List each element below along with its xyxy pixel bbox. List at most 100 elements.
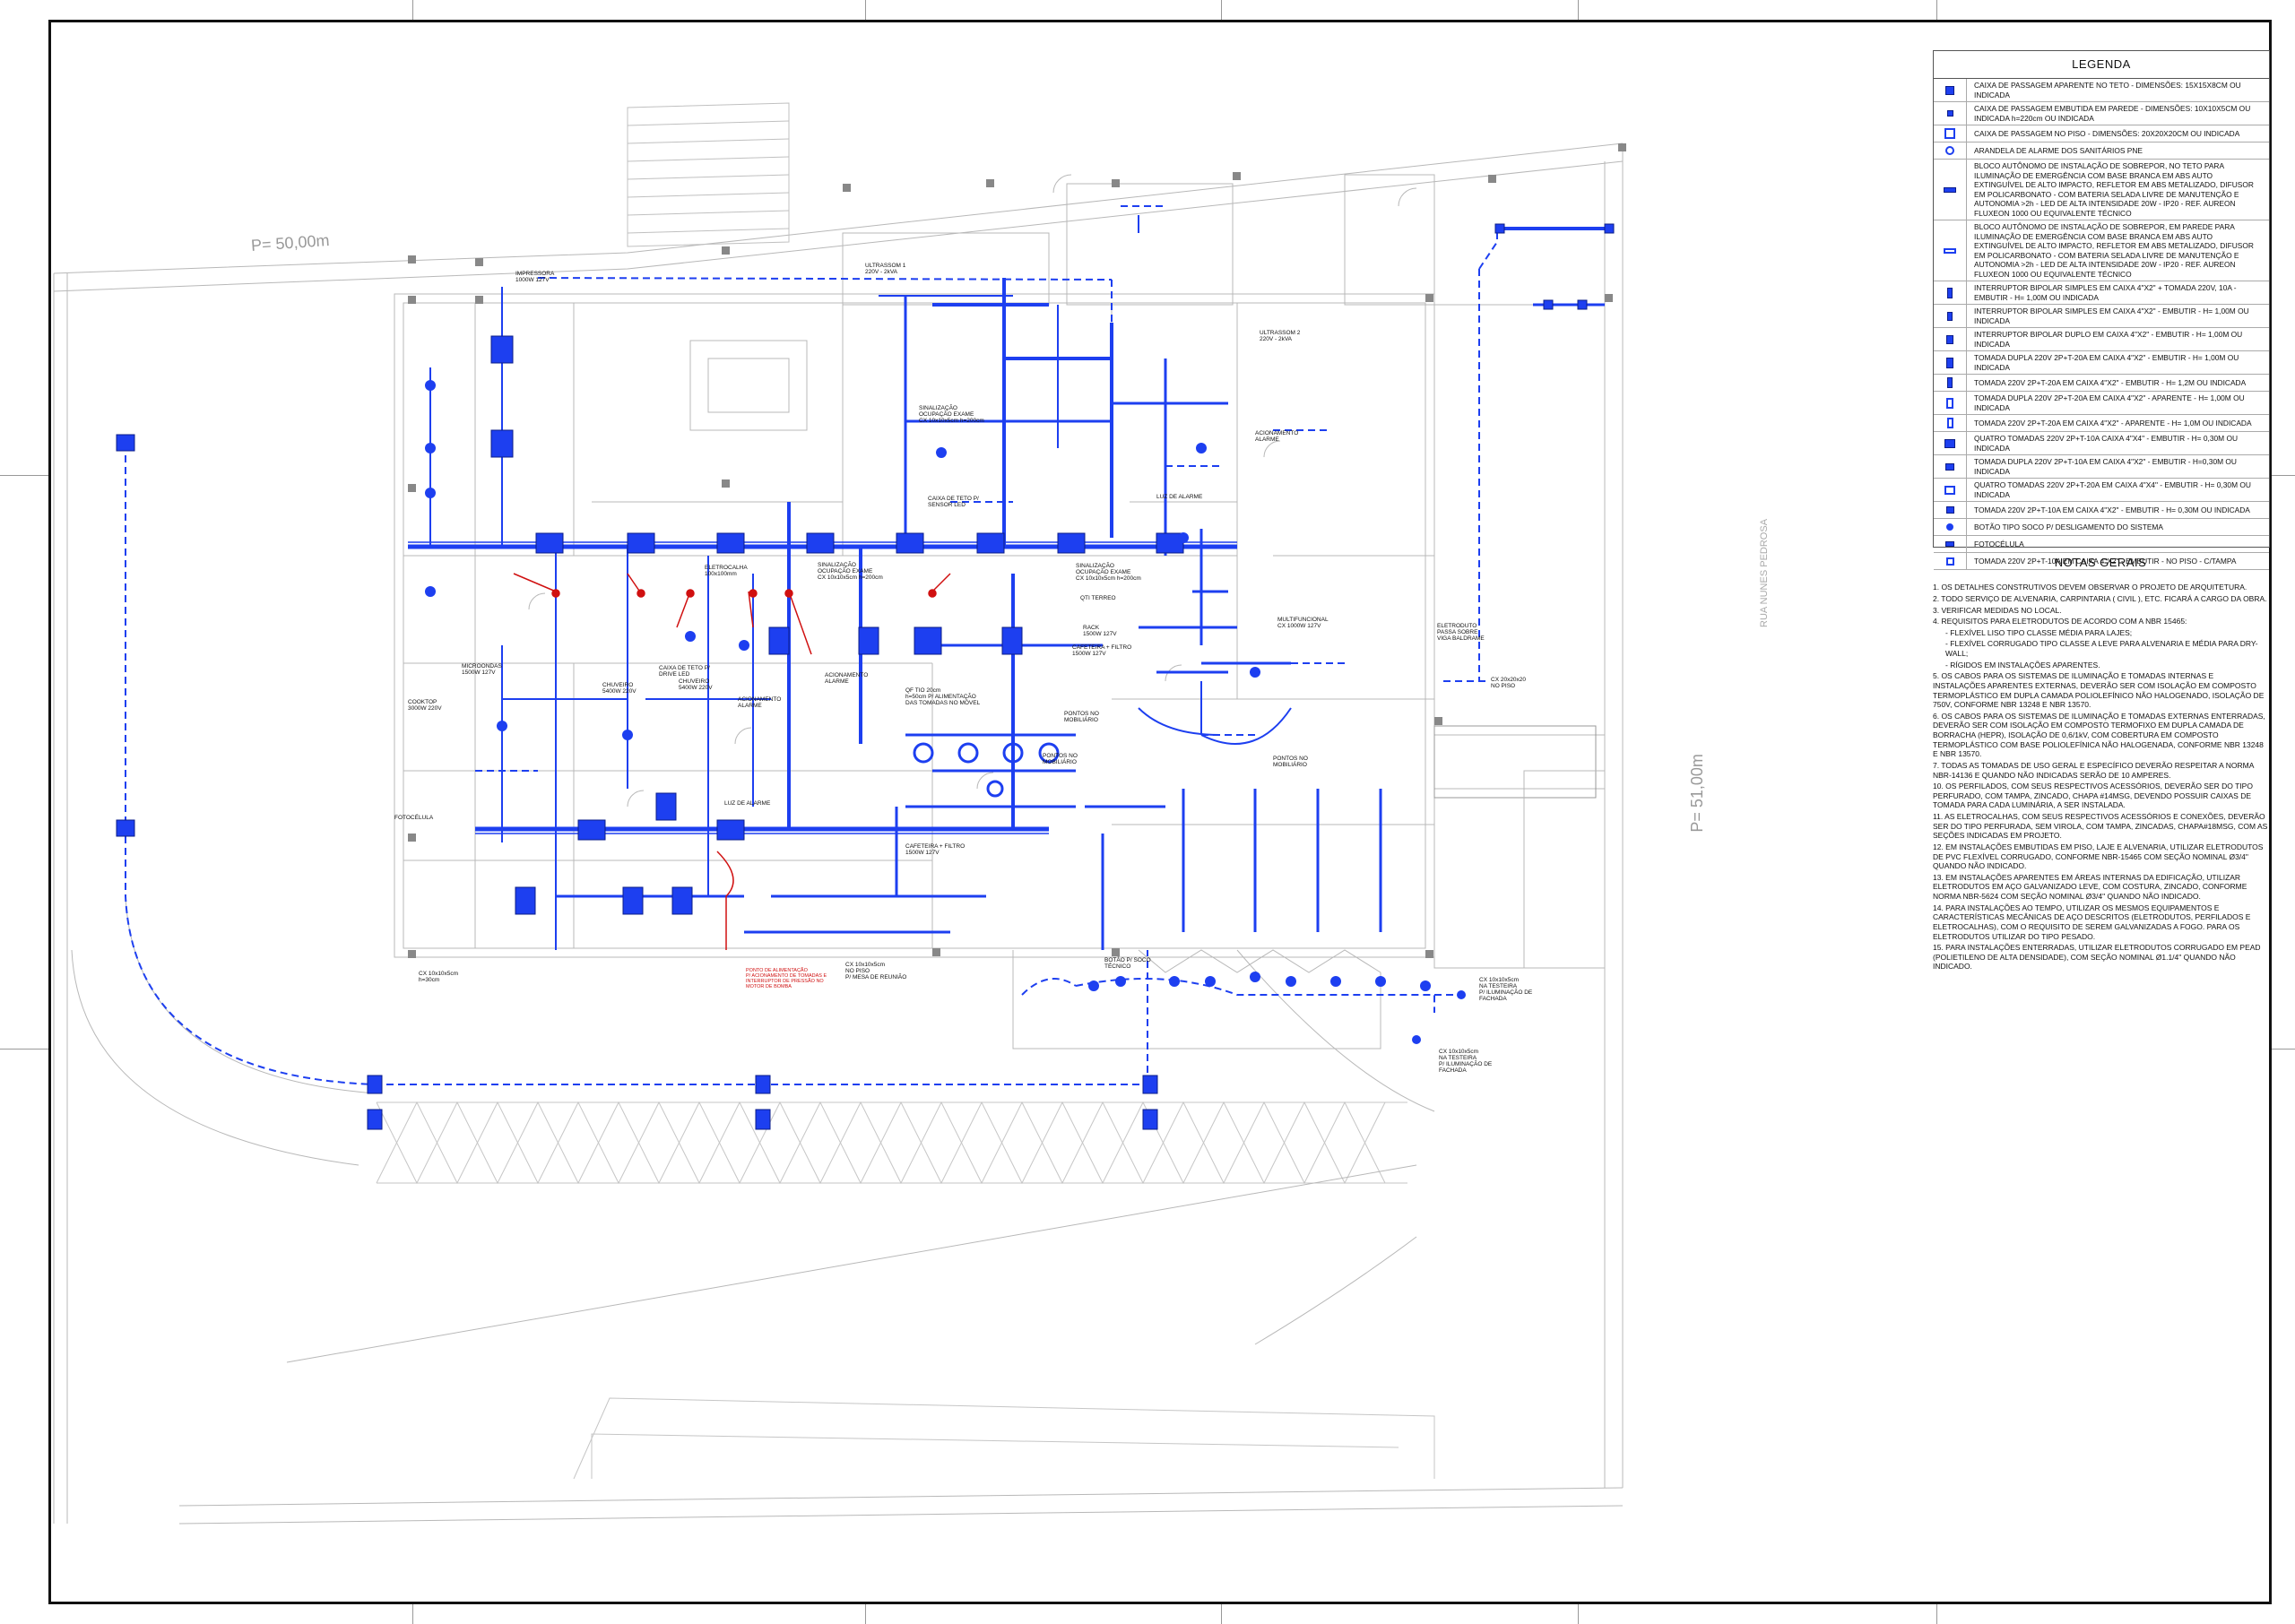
multifuncional-label: MULTIFUNCIONAL CX 1000W 127V [1277, 617, 1329, 630]
legend-text: BLOCO AUTÔNOMO DE INSTALAÇÃO DE SOBREPOR… [1974, 161, 2254, 218]
note-item: 13. EM INSTALAÇÕES APARENTES EM ÁREAS IN… [1933, 872, 2247, 901]
fotocelula-label: FOTOCÉLULA [394, 815, 434, 821]
legend-row: TOMADA DUPLA 220V 2P+T-20A EM CAIXA 4"X2… [1934, 392, 2269, 415]
ultrassom2-label: ULTRASSOM 2 220V - 2kVA [1260, 330, 1301, 343]
sinalizacao3-label: SINALIZAÇÃO OCUPAÇÃO EXAME CX 10x10x5cm … [1076, 563, 1141, 583]
quad-socket-icon [1934, 432, 1967, 454]
note-item: 12. EM INSTALAÇÕES EMBUTIDAS EM PISO, LA… [1933, 842, 2264, 871]
double-socket-exposed-icon [1934, 392, 1967, 414]
socket-10a-icon [1934, 502, 1967, 518]
emergency-ceiling-icon [1934, 160, 1967, 220]
cafeteira2-label: CAFETEIRA + FILTRO 1500W 127V [905, 843, 966, 857]
double-socket-10a-icon [1934, 455, 1967, 478]
luz-alarme2-label: LUZ DE ALARME [724, 800, 771, 807]
legend-row: INTERRUPTOR BIPOLAR DUPLO EM CAIXA 4"X2"… [1934, 328, 2269, 351]
legend-panel: LEGENDA CAIXA DE PASSAGEM APARENTE NO TE… [1933, 50, 2270, 570]
legend-text: BLOCO AUTÔNOMO DE INSTALAÇÃO DE SOBREPOR… [1974, 222, 2254, 279]
legend-row: TOMADA 220V 2P+T-10A EM CAIXA 4"X2" - EM… [1934, 553, 2269, 570]
legend-rows: CAIXA DE PASSAGEM APARENTE NO TETO - DIM… [1934, 79, 2269, 570]
note-item: 15. PARA INSTALAÇÕES ENTERRADAS, UTILIZA… [1933, 943, 2261, 972]
note-item: 7. TODAS AS TOMADAS DE USO GERAL E ESPEC… [1933, 760, 2254, 780]
note-item: 3. VERIFICAR MEDIDAS NO LOCAL. [1933, 605, 2062, 615]
pontos-mob1-label: PONTOS NO MOBILIÁRIO [1064, 711, 1099, 724]
legend-row: TOMADA 220V 2P+T-20A EM CAIXA 4"X2" - EM… [1934, 375, 2269, 392]
street-label: RUA NUNES PEDROSA [1759, 518, 1770, 627]
floor-box-icon [1934, 125, 1967, 142]
ceiling-box-icon [1934, 79, 1967, 101]
note-item: - RÍGIDOS EM INSTALAÇÕES APARENTES. [1945, 660, 2100, 669]
legend-row: ARANDELA DE ALARME DOS SANITÁRIOS PNE [1934, 143, 2269, 160]
eletrocalha-label: ELETROCALHA 100x100mm [705, 565, 748, 578]
legend-text: TOMADA 220V 2P+T-20A EM CAIXA 4"X2" - EM… [1974, 377, 2247, 387]
legend-text: CAIXA DE PASSAGEM NO PISO - DIMENSÕES: 2… [1974, 128, 2240, 138]
legend-row: TOMADA DUPLA 220V 2P+T-10A EM CAIXA 4"X2… [1934, 455, 2269, 479]
qti-terreo-label: QTI TERREO [1080, 595, 1116, 601]
note-item: 2. TODO SERVIÇO DE ALVENARIA, CARPINTARI… [1933, 593, 2267, 603]
legend-text: TOMADA DUPLA 220V 2P+T-20A EM CAIXA 4"X2… [1974, 393, 2245, 412]
luz-alarme1-label: LUZ DE ALARME [1156, 494, 1203, 500]
note-item: 14. PARA INSTALAÇÕES AO TEMPO, UTILIZAR … [1933, 903, 2251, 941]
legend-text: INTERRUPTOR BIPOLAR SIMPLES EM CAIXA 4"X… [1974, 307, 2249, 325]
note-item: 6. OS CABOS PARA OS SISTEMAS DE ILUMINAÇ… [1933, 711, 2265, 759]
legend-text: INTERRUPTOR BIPOLAR DUPLO EM CAIXA 4"X2"… [1974, 330, 2243, 349]
ultrassom1-label: ULTRASSOM 1 220V - 2kVA [865, 263, 906, 276]
note-item: 5. OS CABOS PARA OS SISTEMAS DE ILUMINAÇ… [1933, 671, 2265, 710]
legend-row: TOMADA 220V 2P+T-20A EM CAIXA 4"X2" - AP… [1934, 415, 2269, 432]
legend-title: LEGENDA [1934, 51, 2269, 79]
eletroduto-label: ELETRODUTO PASSA SOBRE VIGA BALDRAME [1437, 623, 1485, 643]
cx-fachada2-label: CX 10x10x5cm NA TESTEIRA P/ ILUMINAÇÃO D… [1439, 1049, 1493, 1075]
acionamento-alarme-right-label: ACIONAMENTO ALARME [1255, 430, 1299, 444]
microondas-label: MICROONDAS 1500W 127V [462, 663, 502, 677]
legend-text: BOTÃO TIPO SOCO P/ DESLIGAMENTO DO SISTE… [1974, 522, 2163, 531]
alarm-sconce-icon [1934, 143, 1967, 159]
general-notes: NOTAS GERAIS 1. OS DETALHES CONSTRUTIVOS… [1933, 556, 2268, 973]
impressora-label: IMPRESSORA 1000W 127V [515, 271, 555, 284]
legend-text: TOMADA DUPLA 220V 2P+T-10A EM CAIXA 4"X2… [1974, 457, 2237, 476]
legend-text: TOMADA DUPLA 220V 2P+T-20A EM CAIXA 4"X2… [1974, 353, 2239, 372]
socket-20a-icon [1934, 375, 1967, 391]
note-item: 10. OS PERFILADOS, COM SEUS RESPECTIVOS … [1933, 782, 2253, 810]
legend-row: FOTOCÉLULA [1934, 536, 2269, 553]
acionamento-alarme2-label: ACIONAMENTO ALARME [825, 672, 869, 686]
legend-row: QUATRO TOMADAS 220V 2P+T-20A EM CAIXA 4"… [1934, 479, 2269, 502]
pontos-mob3-label: PONTOS NO MOBILIÁRIO [1273, 756, 1308, 769]
notes-list: 1. OS DETALHES CONSTRUTIVOS DEVEM OBSERV… [1933, 583, 2268, 972]
legend-row: BLOCO AUTÔNOMO DE INSTALAÇÃO DE SOBREPOR… [1934, 220, 2269, 281]
acionamento-alarme1-label: ACIONAMENTO ALARME [738, 696, 782, 710]
note-item: 11. AS ELETROCALHAS, COM SEUS RESPECTIVO… [1933, 812, 2268, 841]
socket-exposed-icon [1934, 415, 1967, 431]
legend-text: TOMADA 220V 2P+T-20A EM CAIXA 4"X2" - AP… [1974, 418, 2252, 428]
cooktop-label: COOKTOP 3000W 220V [408, 699, 442, 713]
note-item: 4. REQUISITOS PARA ELETRODUTOS DE ACORDO… [1933, 617, 2187, 626]
quad-socket-20a-icon [1934, 479, 1967, 501]
note-item: 1. OS DETALHES CONSTRUTIVOS DEVEM OBSERV… [1933, 583, 2247, 592]
ceiling-lamps [425, 380, 1466, 1044]
legend-text: CAIXA DE PASSAGEM EMBUTIDA EM PAREDE - D… [1974, 104, 2251, 123]
legend-text: INTERRUPTOR BIPOLAR SIMPLES EM CAIXA 4"X… [1974, 283, 2237, 302]
caixa-teto2-label: CAIXA DE TETO P/ DRIVE LED [659, 665, 710, 678]
legend-row: BLOCO AUTÔNOMO DE INSTALAÇÃO DE SOBREPOR… [1934, 160, 2269, 220]
legend-row: INTERRUPTOR BIPOLAR SIMPLES EM CAIXA 4"X… [1934, 281, 2269, 305]
rack-label: RACK 1500W 127V [1083, 625, 1117, 638]
quadro-tv-label: QF TIO 20cm h=50cm P/ ALIMENTAÇÃO DAS TO… [905, 687, 981, 707]
sinalizacao1-label: SINALIZAÇÃO OCUPAÇÃO EXAME CX 10x10x5cm … [919, 405, 984, 425]
socket-rings [913, 742, 1060, 798]
legend-row: BOTÃO TIPO SOCO P/ DESLIGAMENTO DO SISTE… [1934, 519, 2269, 536]
legend-row: QUATRO TOMADAS 220V 2P+T-10A CAIXA 4"X4"… [1934, 432, 2269, 455]
chuveiro2-label: CHUVEIRO 5400W 220V [679, 678, 713, 692]
circuit-boxes [116, 223, 1615, 1130]
legend-row: CAIXA DE PASSAGEM EMBUTIDA EM PAREDE - D… [1934, 102, 2269, 125]
sinalizacao2-label: SINALIZAÇÃO OCUPAÇÃO EXAME CX 10x10x5cm … [818, 562, 883, 582]
note-item: - FLEXÍVEL LISO TIPO CLASSE MÉDIA PARA L… [1945, 627, 2133, 637]
architecture-lines [53, 102, 1624, 1525]
pillars [408, 143, 1626, 958]
wall-box-icon [1934, 102, 1967, 125]
legend-text: CAIXA DE PASSAGEM APARENTE NO TETO - DIM… [1974, 81, 2241, 99]
cx-jardim-label: CX 10x10x5cm h=30cm [419, 971, 459, 984]
caixa-teto-label: CAIXA DE TETO P/ SENSOR LED [928, 496, 979, 509]
pontos-mob2-label: PONTOS NO MOBILIÁRIO [1043, 753, 1078, 766]
cx-piso-label: CX 20x20x20 NO PISO [1491, 677, 1527, 690]
legend-row: TOMADA 220V 2P+T-10A EM CAIXA 4"X2" - EM… [1934, 502, 2269, 519]
floor-socket-icon [1934, 553, 1967, 569]
